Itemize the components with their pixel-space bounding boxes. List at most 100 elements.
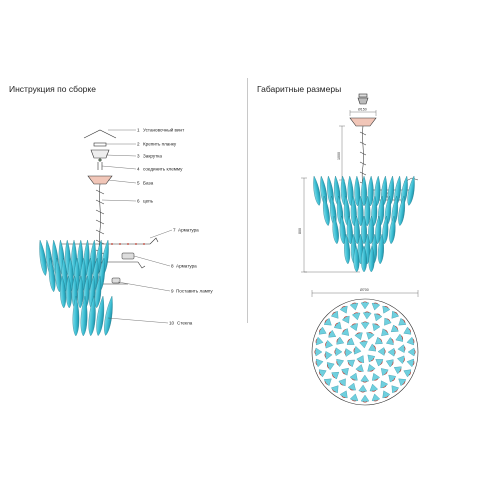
- top-view-drop: [358, 384, 367, 393]
- glass-drop: [375, 215, 382, 245]
- callout-4-label: соединить клемму: [143, 167, 183, 172]
- frame-beads: [111, 243, 145, 245]
- top-view-drop: [315, 336, 324, 346]
- canopy-dimension: [349, 110, 377, 116]
- top-view-drop: [341, 367, 349, 376]
- glass-drop: [377, 233, 384, 265]
- assembly-drawing: 1 Установочный винт 2 Крепить планку 3 З…: [39, 127, 213, 337]
- top-view-drop: [381, 328, 389, 337]
- glass-drop: [96, 295, 105, 336]
- top-view-drop: [324, 318, 332, 326]
- top-view-drop: [398, 378, 406, 386]
- glass-drop: [48, 257, 56, 293]
- top-view-drop: [380, 380, 388, 389]
- top-view-drop: [375, 337, 383, 345]
- glass-drop: [332, 215, 339, 245]
- glass-drop: [354, 215, 360, 245]
- top-view-drop: [339, 390, 348, 399]
- lamp-socket: [111, 252, 135, 284]
- top-view-drop: [339, 305, 348, 314]
- glass-drop: [368, 245, 375, 273]
- glass-drop: [60, 275, 67, 309]
- top-view-drop: [388, 374, 396, 383]
- top-view-drop: [349, 302, 359, 311]
- top-view-drop: [371, 393, 381, 402]
- top-view-outline: [311, 298, 419, 406]
- total-height-label: 800: [298, 228, 302, 234]
- glass-drop: [65, 275, 72, 309]
- top-view-drop: [403, 369, 412, 378]
- canopy-width-label: Ø150: [358, 108, 367, 112]
- top-view-drop: [382, 305, 391, 314]
- top-view-drop: [372, 323, 381, 332]
- top-view-drop: [406, 336, 415, 346]
- top-view-drop: [380, 368, 389, 376]
- top-view-drop: [314, 347, 323, 357]
- glass-drop: [80, 295, 88, 337]
- top-view-drop: [359, 340, 368, 349]
- callout-8-num: 8: [171, 264, 174, 269]
- glass-drop: [407, 175, 415, 206]
- callout-5-label: База: [143, 181, 154, 186]
- glass-drop: [350, 195, 357, 227]
- top-view-drop: [377, 347, 386, 356]
- top-view-drop: [349, 393, 359, 402]
- top-view-drop: [360, 394, 370, 403]
- top-view-drop: [336, 359, 344, 367]
- callout-7-label: Арматура: [178, 228, 199, 233]
- top-view-drop: [391, 311, 399, 319]
- top-view-drop: [355, 364, 364, 372]
- callout-3-label: Закрутка: [143, 154, 162, 159]
- height-dimension: [301, 177, 360, 273]
- dimensions-title: Габаритные размеры: [257, 84, 342, 94]
- callout-9-num: 9: [171, 289, 174, 294]
- glass-drops-assembly: [39, 239, 113, 337]
- assembly-title: Инструкция по сборке: [9, 84, 96, 94]
- glass-drop: [382, 215, 389, 245]
- top-view-drop: [393, 366, 402, 374]
- glass-drop: [398, 195, 405, 226]
- glass-drop: [344, 233, 351, 265]
- diameter-dimension: [311, 290, 419, 297]
- ceiling-mount: [83, 129, 117, 170]
- top-view-drop: [372, 373, 380, 381]
- glass-drop: [39, 239, 47, 276]
- top-view-drop: [360, 374, 370, 383]
- top-view-drop: [356, 355, 365, 363]
- top-view-drop: [387, 347, 396, 357]
- panel-divider: [247, 78, 248, 323]
- top-view-drop: [363, 311, 372, 320]
- callout-leaders: [101, 129, 173, 324]
- top-view-drop: [367, 363, 376, 372]
- top-view-drop: [403, 326, 412, 335]
- callout-9-label: Поставить лампу: [176, 289, 213, 294]
- top-view-drop: [342, 315, 350, 324]
- callout-4-num: 4: [137, 167, 140, 172]
- top-view-drop: [324, 351, 333, 360]
- top-view-drop: [391, 385, 399, 393]
- top-view-drop: [347, 382, 356, 391]
- top-view-drop: [341, 328, 350, 336]
- top-view-drop: [398, 318, 406, 326]
- top-view-drop: [395, 333, 403, 342]
- top-view-drop: [369, 383, 378, 392]
- glass-drops-dimension: [313, 175, 415, 273]
- top-view-drop: [336, 336, 345, 345]
- top-view-drop: [360, 321, 370, 330]
- top-view-drop: [318, 326, 327, 335]
- glass-drop: [339, 215, 346, 245]
- callout-10-num: 10: [169, 321, 175, 326]
- top-view-drop: [350, 323, 358, 331]
- callout-5-num: 5: [137, 181, 140, 186]
- callout-8-label: Арматура: [176, 264, 197, 269]
- callout-3-num: 3: [137, 154, 140, 159]
- top-view-drop: [353, 346, 362, 355]
- glass-drop: [361, 175, 367, 207]
- callout-2-num: 2: [137, 142, 140, 147]
- glass-drop: [346, 215, 353, 245]
- top-view-drop: [384, 317, 392, 326]
- glass-drop: [88, 295, 96, 337]
- top-view-drop: [346, 337, 355, 345]
- top-view-drop: [334, 347, 343, 357]
- top-view-drop: [371, 302, 381, 311]
